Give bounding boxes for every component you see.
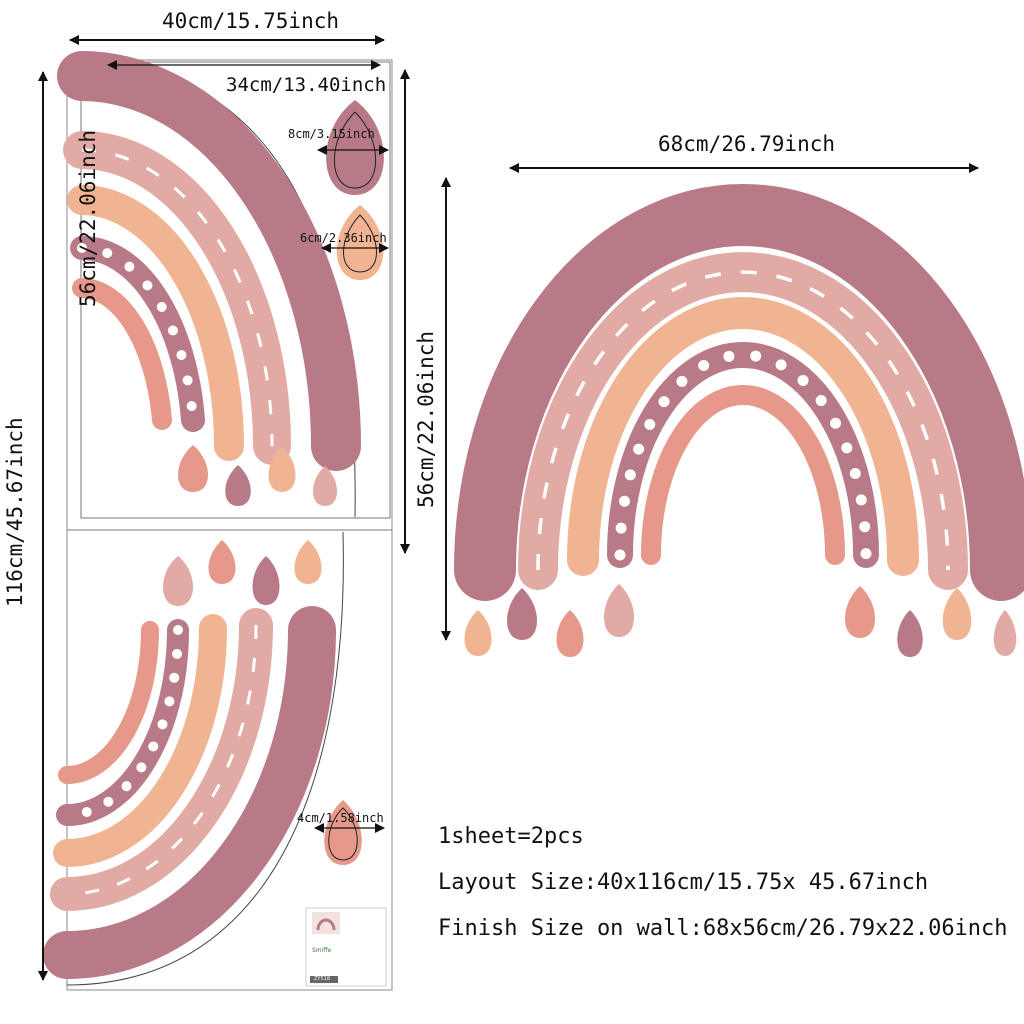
upper-half-rainbow: [57, 51, 361, 471]
label-finished-height: 56cm/22.06inch: [414, 330, 438, 508]
label-drop-small: 4cm/1.58inch: [297, 811, 384, 825]
label-finished-width: 68cm/26.79inch: [658, 132, 836, 156]
lower-cut-line: [66, 531, 344, 986]
lower-half-rainbow: [43, 606, 336, 979]
label-card-code: ZY518: [314, 976, 331, 982]
info-layout-size: Layout Size:40x116cm/15.75x 45.67inch: [438, 870, 929, 895]
label-left-height: 56cm/22.06inch: [76, 129, 100, 307]
finished-drops: [464, 584, 1017, 657]
label-card-brand: Smiffe: [312, 947, 332, 954]
upper-panel-drops: [178, 100, 384, 506]
finished-rainbow: [454, 184, 1024, 601]
label-drop-medium: 6cm/2.36inch: [300, 231, 387, 245]
dimension-arrows: [38, 35, 979, 981]
label-sheet-width: 40cm/15.75inch: [162, 9, 340, 33]
label-drop-large: 8cm/3.15inch: [288, 127, 375, 141]
info-sheets: 1sheet=2pcs: [438, 824, 584, 849]
label-card: [305, 907, 387, 987]
label-panel-width: 34cm/13.40inch: [226, 74, 387, 96]
info-finish-size: Finish Size on wall:68x56cm/26.79x22.06i…: [438, 916, 1008, 941]
label-sheet-height: 116cm/45.67inch: [3, 417, 27, 607]
